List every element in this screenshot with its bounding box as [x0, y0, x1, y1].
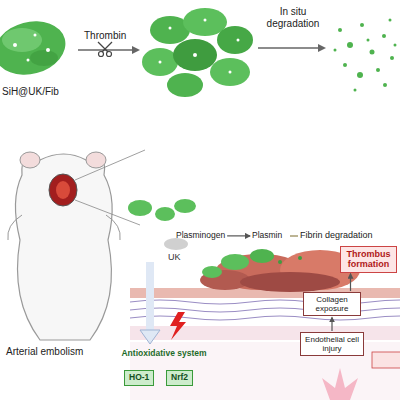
degraded-particles — [334, 19, 397, 92]
marker-box: HO-1 — [124, 370, 154, 386]
node-text: Antioxidative system — [119, 349, 209, 359]
scissors-icon — [98, 42, 112, 57]
process-box: Collagen exposure — [303, 292, 361, 316]
text-label: SiH@UK/Fib — [2, 86, 59, 98]
node-text: Endothelial cell injury — [303, 335, 361, 353]
marker-box: Nrf2 — [166, 370, 193, 386]
connector-arrow — [227, 235, 250, 236]
node-text: Plasminogen — [176, 231, 225, 241]
thrombus — [200, 249, 360, 292]
text-label: Thrombin — [84, 30, 126, 42]
text-label: Fibrin degradation — [300, 230, 390, 240]
hydrogel-cluster — [142, 8, 253, 97]
molecule-node: Plasminogen — [176, 231, 225, 241]
node-text: Thrombus formation — [343, 249, 394, 270]
process-box: Thrombus formation — [340, 246, 397, 273]
text-label: UK — [168, 252, 181, 262]
connector-arrow — [331, 317, 332, 331]
node-text: Nrf2 — [171, 373, 188, 383]
node-text: Collagen exposure — [306, 295, 358, 313]
vessel-wall — [130, 288, 400, 400]
node-text: Plasmin — [252, 231, 282, 241]
node-text: HO-1 — [129, 373, 149, 383]
connector-arrow — [350, 274, 351, 291]
process-box: Endothelial cell injury — [300, 332, 364, 356]
mouse-figure — [8, 150, 145, 340]
text-label: In situ degradation — [258, 6, 328, 29]
process-box: Antioxidative systemHO-1 Nrf2 — [118, 348, 210, 389]
text-label: Arterial embolism — [6, 346, 83, 358]
hydrogel — [0, 14, 72, 83]
molecule-node: Plasmin — [252, 231, 282, 241]
